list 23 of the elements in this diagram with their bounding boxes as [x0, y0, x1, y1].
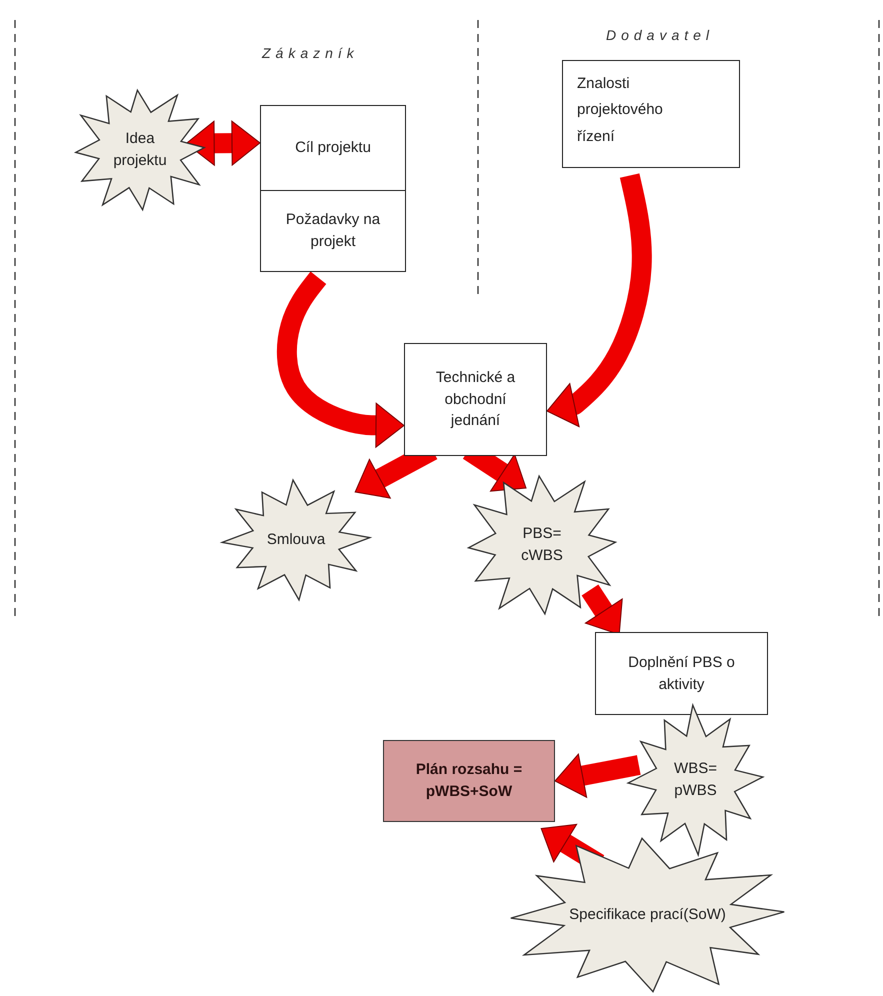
node-text: Idea projektu [112, 129, 168, 171]
node-text: Smlouva [266, 530, 326, 550]
node-text: Doplnění PBS o aktivity [627, 652, 736, 694]
process-box [562, 60, 740, 168]
block-arrow [554, 754, 641, 798]
node-text: PBS= cWBS [520, 524, 564, 566]
node-text: WBS= pWBS [673, 759, 718, 801]
node-text: Znalosti projektového řízení [576, 74, 664, 146]
node-text: Plán rozsahu = pWBS+SoW [414, 760, 524, 802]
block-arrow [582, 584, 623, 635]
process-box [260, 105, 406, 191]
process-box [260, 190, 406, 272]
process-box [595, 632, 768, 715]
result-box [383, 740, 555, 822]
node-text: Požadavky na projekt [284, 210, 382, 252]
lane-title: Dodavatel [606, 27, 714, 43]
node-text: Specifikace prací(SoW) [568, 905, 727, 926]
node-text: Cíl projektu [294, 138, 372, 158]
node-text: Technické a obchodní jednání [434, 368, 516, 432]
process-box [404, 343, 547, 456]
block-arrow [546, 173, 652, 428]
block-arrow [186, 120, 260, 166]
lane-title: Zákazník [262, 45, 359, 61]
